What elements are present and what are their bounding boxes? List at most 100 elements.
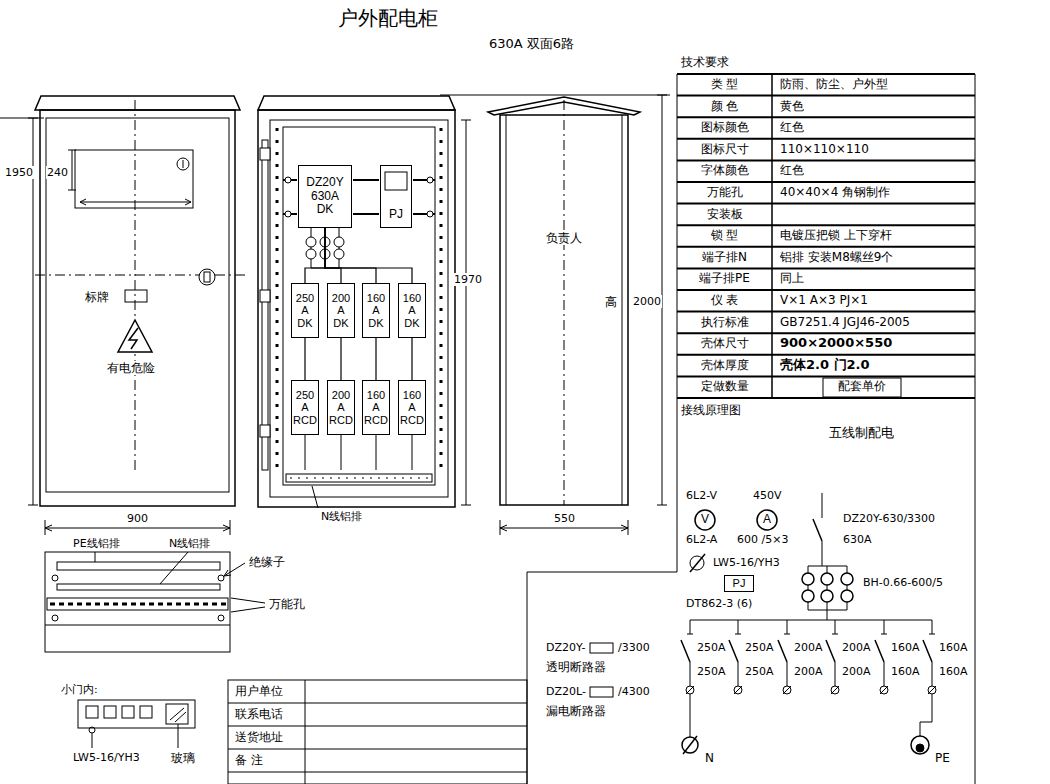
node-text: V	[701, 513, 709, 527]
node-text: 200 A RCD	[328, 389, 354, 427]
dimension: 2000	[632, 295, 662, 308]
node-text: DZ20Y 630A DK	[299, 176, 351, 217]
table-cell: 同上	[780, 271, 804, 285]
part-name: N线铝排	[168, 537, 211, 550]
legend-text: /3300	[617, 641, 651, 654]
dimension: 900	[126, 512, 149, 525]
table-cell: 送货地址	[235, 730, 283, 744]
breaker-box: 200 A DK	[327, 283, 355, 338]
part-name: PE线铝排	[72, 537, 121, 550]
breaker-box: 160 A DK	[398, 283, 426, 338]
rating: 160A	[890, 641, 921, 654]
table-cell: GB7251.4 JGJ46-2005	[780, 315, 910, 329]
rcd-box: 160 A RCD	[398, 380, 426, 435]
page-title: 户外配电柜	[338, 6, 438, 30]
table-cell: 颜 色	[679, 99, 770, 113]
legend-text: 漏电断路器	[545, 704, 607, 718]
rating: 600 /5×3	[736, 533, 789, 546]
legend-text: /4300	[617, 685, 651, 698]
diagram-title: 五线制配电	[828, 425, 895, 441]
rating: 200A	[841, 641, 872, 654]
breaker-box: DZ20Y 630A DK	[298, 165, 352, 228]
section-heading: 接线原理图	[680, 403, 742, 417]
table-cell: 电镀压把锁 上下穿杆	[780, 228, 892, 242]
part-number: BH-0.66-600/5	[862, 576, 944, 589]
part-number: LW5-16/YH3	[712, 556, 781, 569]
table-cell: 字体颜色	[679, 163, 770, 177]
rating: 250A	[744, 641, 775, 654]
meter-box: PJ	[380, 165, 412, 228]
legend-text: DZ20L-	[545, 685, 587, 698]
table-cell: 安装板	[679, 207, 770, 221]
table-cell: 图标尺寸	[679, 142, 770, 156]
table-cell: 图标颜色	[679, 120, 770, 134]
terminal-name: N	[704, 751, 715, 765]
node-text: 160 A DK	[399, 292, 425, 330]
table-cell: 执行标准	[679, 315, 770, 329]
dimension: 240	[46, 166, 69, 179]
node-text: 200 A DK	[328, 292, 354, 330]
dimension: 1950	[4, 166, 34, 179]
table-cell: 类 型	[679, 77, 770, 91]
rating: 160A	[938, 641, 969, 654]
table-cell: 壳体尺寸	[679, 336, 770, 350]
rcd-box: 200 A RCD	[327, 380, 355, 435]
rating: 160A	[890, 665, 921, 678]
rating: 200A	[793, 641, 824, 654]
part-name: 标牌	[84, 290, 110, 304]
node-text: 250 A DK	[292, 292, 318, 330]
node-text: A	[763, 513, 771, 527]
rating: 450V	[752, 489, 783, 502]
node-text: 250 A RCD	[292, 389, 318, 427]
rating: 250A	[744, 665, 775, 678]
table-cell: 仪 表	[679, 293, 770, 307]
table-cell: 壳体2.0 门2.0	[780, 357, 870, 373]
part-name: 小门内:	[60, 683, 99, 696]
part-name: 绝缘子	[248, 555, 286, 569]
node-text: 160 A DK	[363, 292, 389, 330]
rcd-box: 250 A RCD	[291, 380, 319, 435]
table-cell: 壳体厚度	[679, 358, 770, 372]
legend-text: 透明断路器	[545, 660, 607, 674]
table-cell: 锁 型	[679, 228, 770, 242]
node-text: PJ	[389, 208, 403, 222]
dimension: 1970	[453, 273, 483, 286]
table-cell: 红色	[780, 163, 804, 177]
breaker-box: 160 A DK	[362, 283, 390, 338]
breaker-box: 250 A DK	[291, 283, 319, 338]
table-cell: 110×110×110	[780, 142, 869, 156]
part-name: 万能孔	[268, 597, 306, 611]
rating: 630A	[842, 533, 873, 546]
part-number: DZ20Y-630/3300	[842, 512, 936, 525]
table-cell: 黄色	[780, 99, 804, 113]
legend-text: DZ20Y-	[545, 641, 586, 654]
wire-connector	[411, 338, 412, 380]
part-name: N线铝排	[320, 510, 363, 523]
rating: 250A	[696, 665, 727, 678]
warning-text: 有电危险	[106, 361, 156, 375]
wire-connector	[325, 228, 412, 283]
table-cell: 配套单价	[824, 379, 900, 393]
part-name: 负责人	[545, 231, 583, 245]
wire-connector	[375, 338, 376, 380]
meter-circle: A	[756, 509, 778, 531]
part-name: 高	[604, 295, 618, 309]
table-cell: 万能孔	[679, 185, 770, 199]
table-cell: 用户单位	[235, 684, 283, 698]
table-cell: 红色	[780, 120, 804, 134]
table-cell: 防雨、防尘、户外型	[780, 77, 888, 91]
wire-connector	[304, 338, 305, 380]
table-cell: 40×40×4 角钢制作	[780, 185, 890, 199]
wire-connector	[305, 228, 325, 283]
terminal-name: PE	[934, 751, 951, 765]
rating: 250A	[696, 641, 727, 654]
part-name: LW5-16/YH3	[72, 751, 141, 764]
rating: 200A	[793, 665, 824, 678]
rating: 200A	[841, 665, 872, 678]
table-cell: 端子排PE	[679, 271, 770, 285]
table-cell: 铝排 安装M8螺丝9个	[780, 250, 893, 264]
wire-connector	[325, 228, 341, 283]
node-text: 160 A RCD	[399, 389, 425, 427]
part-name: 玻璃	[170, 751, 196, 765]
part-number: DT862-3 (6)	[685, 597, 753, 610]
